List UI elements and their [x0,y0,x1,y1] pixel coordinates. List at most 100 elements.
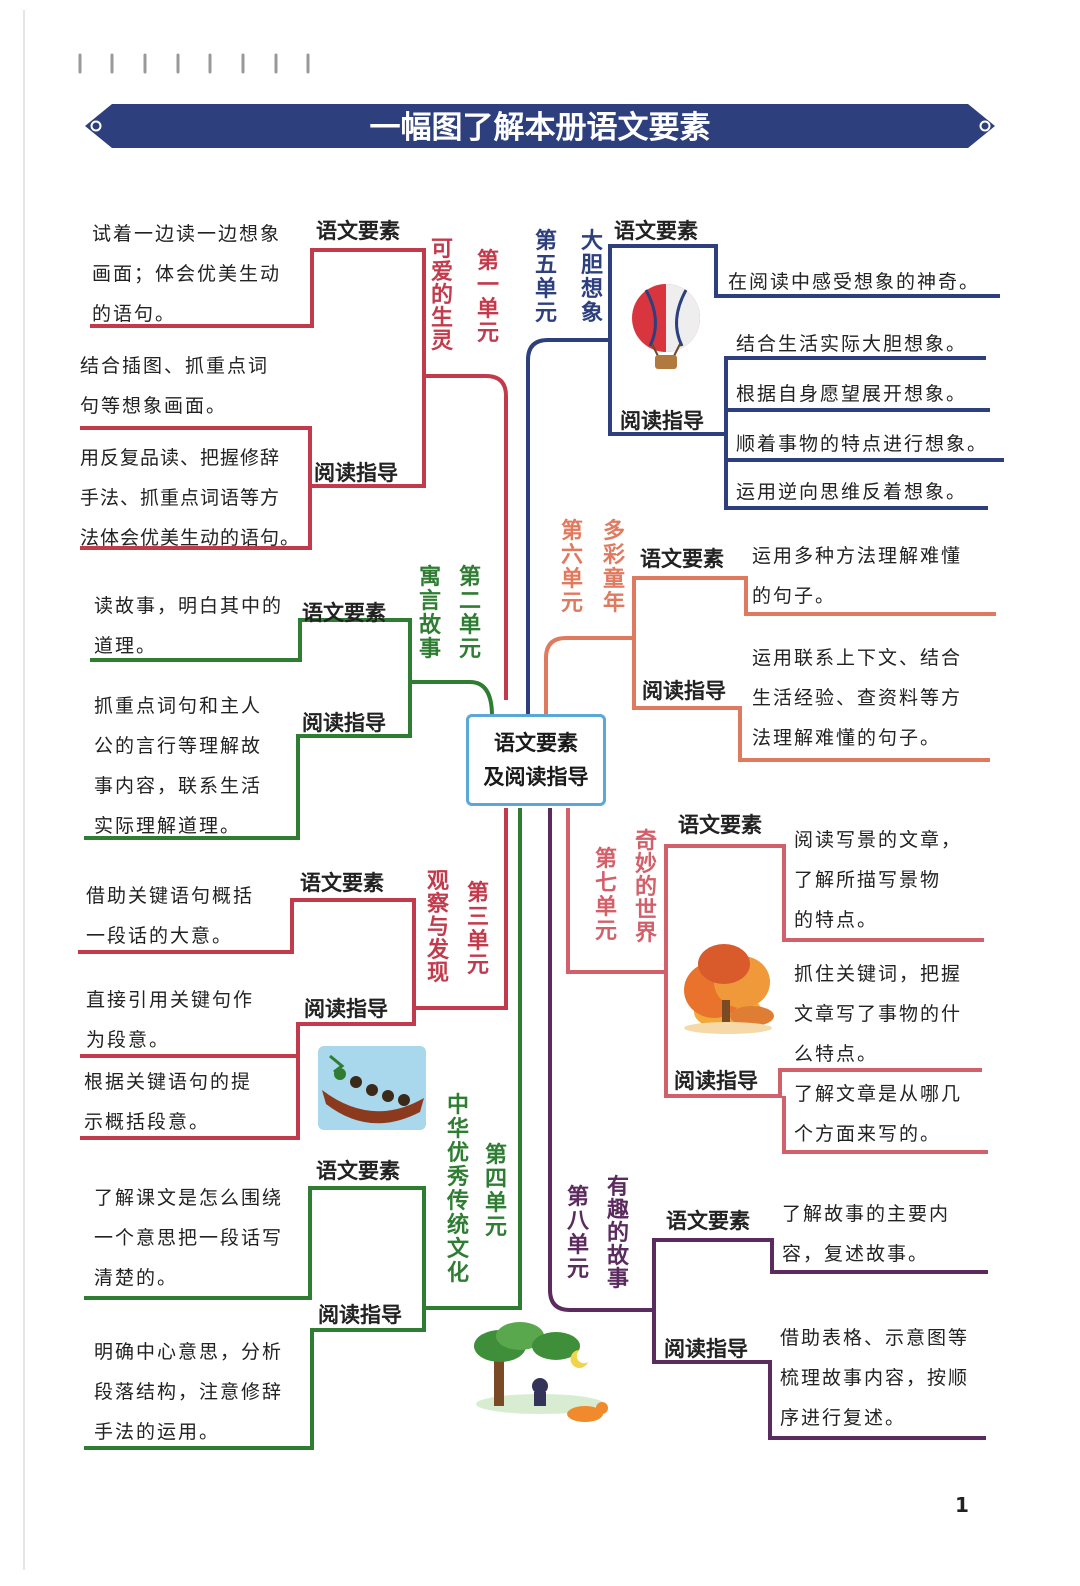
unit6-guide-1-text-line: 生活经验、查资料等方 [752,687,962,709]
unit1-element-label: 语文要素 [316,219,400,243]
svg-text:第: 第 [567,1184,589,1210]
svg-text:元: 元 [561,591,583,616]
unit6-element-text-line: 运用多种方法理解难懂 [752,545,962,567]
unit5-guide-label: 阅读指导 [620,409,704,433]
unit7-guide-1-text-line: 么特点。 [794,1043,878,1065]
svg-text:元: 元 [477,321,499,346]
unit1-guide-2-text-line: 法体会优美生动的语句。 [80,527,300,549]
tree-and-tiger-illustration [474,1322,608,1422]
unit4-element-text-line: 清楚的。 [94,1267,178,1289]
unit1-guide-1-text-line: 句等想象画面。 [80,395,227,417]
unit6-element-label: 语文要素 [640,547,724,571]
unit6-guide-1-text-line: 运用联系上下文、结合 [752,647,962,669]
banner-title: 一幅图了解本册语文要素 [370,110,711,146]
binder-ticks [80,55,308,72]
unit2-element-text-line: 道理。 [94,635,157,657]
unit6-guide-1-text-line: 法理解难懂的句子。 [752,727,941,749]
hot-air-balloon-illustration [632,284,700,369]
unit5-guide-3-text-line: 顺着事物的特点进行想象。 [736,433,988,455]
svg-text:中: 中 [447,1093,469,1118]
svg-text:三: 三 [467,905,489,930]
unit2-guide-label: 阅读指导 [302,711,386,735]
svg-text:单: 单 [595,895,617,920]
svg-text:第: 第 [595,846,617,872]
svg-text:趣: 趣 [606,1197,629,1223]
unit7-element-label: 语文要素 [678,813,762,837]
svg-text:单: 单 [485,1191,507,1216]
unit6-guide-label: 阅读指导 [642,679,726,703]
unit7-guide-2-text-line: 了解文章是从哪几 [794,1083,962,1105]
svg-text:奇: 奇 [635,828,657,854]
svg-text:第: 第 [535,228,557,254]
center-title-line2: 及阅读指导 [484,760,589,794]
unit7-guide-1-text-line: 文章写了事物的什 [794,1003,962,1025]
svg-text:生: 生 [431,306,453,331]
svg-text:六: 六 [561,543,583,568]
svg-text:有: 有 [607,1174,629,1200]
unit8-guide-label: 阅读指导 [664,1337,748,1361]
svg-text:传: 传 [446,1189,469,1214]
unit2-guide-1-text-line: 抓重点词句和主人 [94,695,262,717]
svg-text:华: 华 [447,1116,469,1142]
svg-text:察: 察 [427,891,450,917]
svg-text:第: 第 [467,880,489,906]
unit7-guide-1-text-line: 抓住关键词，把握 [794,963,962,985]
unit7-element-text-line: 阅读写景的文章， [794,829,962,851]
unit8-theme-label: 有趣的故事 [606,1174,630,1292]
svg-text:元: 元 [567,1257,589,1282]
svg-text:第: 第 [485,1142,507,1168]
svg-text:灵: 灵 [431,329,453,354]
svg-text:秀: 秀 [446,1165,469,1190]
unit3-guide-label: 阅读指导 [304,997,388,1021]
unit8-element-text-line: 容，复述故事。 [782,1243,929,1265]
svg-text:元: 元 [595,919,617,944]
unit4-element-label: 语文要素 [316,1159,400,1183]
svg-text:世: 世 [635,898,657,923]
unit-labels: 第一单元可爱的生灵语文要素阅读指导试着一边读一边想象画面；体会优美生动的语句。结… [80,219,988,1443]
unit1-element-text-line: 试着一边读一边想象 [92,223,281,245]
unit1-element-text-line: 的语句。 [92,303,176,325]
svg-text:二: 二 [459,589,481,614]
svg-text:五: 五 [535,253,557,278]
unit4-unit-label: 第四单元 [485,1142,507,1240]
unit5-guide-4-text-line: 运用逆向思维反着想象。 [736,481,967,503]
svg-text:爱: 爱 [431,260,453,285]
svg-text:元: 元 [467,953,489,978]
center-title-line1: 语文要素 [494,726,578,760]
svg-text:单: 单 [477,297,499,322]
unit8-element-text-line: 了解故事的主要内 [782,1203,950,1225]
svg-text:第: 第 [477,248,499,274]
svg-text:文: 文 [447,1236,470,1262]
unit3-guide-2-text-line: 根据关键语句的提 [84,1071,252,1093]
svg-text:化: 化 [447,1260,469,1286]
svg-text:言: 言 [419,588,441,614]
svg-text:故: 故 [419,612,442,638]
svg-text:事: 事 [607,1266,629,1292]
unit7-guide-2-text-line: 个方面来写的。 [794,1123,941,1145]
unit6-element-text-line: 的句子。 [752,585,836,607]
svg-text:可: 可 [431,237,453,262]
svg-text:事: 事 [419,636,441,662]
unit3-element-text-line: 借助关键语句概括 [86,885,254,907]
svg-text:大: 大 [581,229,603,254]
svg-text:年: 年 [603,590,625,616]
svg-text:优: 优 [447,1140,469,1166]
unit5-element-text-line: 在阅读中感受想象的神奇。 [728,271,980,293]
title-banner: 一幅图了解本册语文要素 [85,104,995,148]
unit1-element-text-line: 画面；体会优美生动 [92,263,281,285]
svg-text:故: 故 [607,1243,630,1269]
unit1-unit-label: 第一单元 [477,248,499,346]
svg-text:现: 现 [427,961,449,986]
autumn-tree-illustration [684,944,774,1034]
unit5-element-label: 语文要素 [614,219,698,243]
unit3-theme-label: 观察与发现 [426,869,450,986]
unit2-element-text-line: 读故事，明白其中的 [94,595,283,617]
svg-text:想: 想 [581,277,603,302]
